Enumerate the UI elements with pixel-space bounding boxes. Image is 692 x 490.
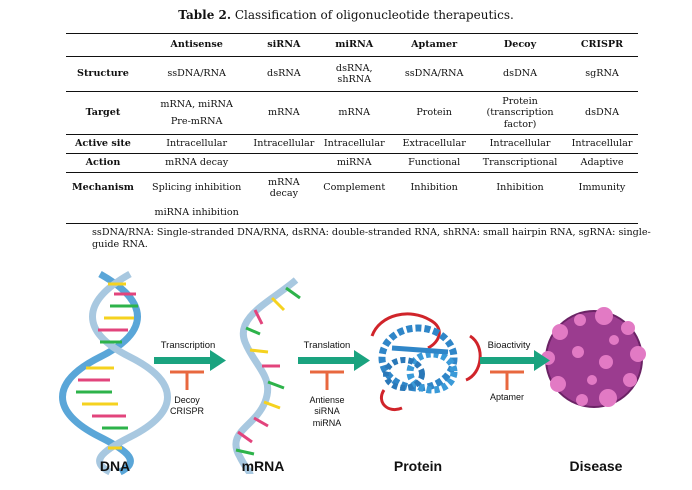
header-row: Antisense siRNA miRNA Aptamer Decoy CRIS…: [66, 33, 638, 57]
arrow-label-translation: Translation: [303, 340, 351, 351]
table-cell: Adaptive: [566, 153, 638, 173]
translation-arrow: [298, 350, 370, 371]
table-cell: Intracellular: [314, 134, 395, 154]
classification-table: Antisense siRNA miRNA Aptamer Decoy CRIS…: [66, 33, 638, 224]
table-footnote: ssDNA/RNA: Single-stranded DNA/RNA, dsRN…: [92, 227, 651, 250]
table-cell: mRNA: [253, 91, 315, 135]
table-cell: Intracellular: [139, 134, 254, 154]
dna-helix-icon: [59, 270, 171, 476]
row-extra: miRNA inhibition: [66, 203, 638, 224]
row-action: Action mRNA decay miRNA Functional Trans…: [66, 153, 638, 173]
row-structure: Structure ssDNA/RNA dsRNA dsRNA, shRNA s…: [66, 56, 638, 92]
table-cell: Transcriptional: [474, 153, 567, 173]
table-cell: dsRNA, shRNA: [314, 56, 395, 92]
table-cell: Intracellular: [253, 134, 315, 154]
central-dogma-figure: Transcription Translation Bioactivity De…: [0, 262, 692, 485]
caption-label: Table 2.: [178, 8, 232, 22]
table-cell: mRNA: [314, 91, 395, 135]
cell-line: Pre-mRNA: [170, 116, 223, 127]
table-cell: mRNA decay: [139, 153, 254, 173]
table-cell: dsRNA: [253, 56, 315, 92]
inhibitor-bar-icon: [170, 370, 204, 390]
table-cell: Protein: [394, 91, 475, 135]
table-cell: Splicing inhibition: [152, 182, 242, 194]
inhibitor-bar-icon: [490, 370, 524, 390]
row-label: Action: [66, 153, 140, 173]
stage-label-mrna: mRNA: [241, 458, 285, 474]
mrna-strand-icon: [232, 277, 301, 475]
header-empty: [66, 33, 140, 57]
header-crispr: CRISPR: [566, 33, 638, 57]
table-cell: Intracellular: [474, 134, 567, 154]
table-cell: Extracellular: [394, 134, 475, 154]
table-cell: [474, 203, 567, 224]
table-caption: Table 2. Classification of oligonucleoti…: [0, 8, 692, 22]
table-cell: miRNA: [314, 153, 395, 173]
header-aptamer: Aptamer: [394, 33, 475, 57]
table-cell: [253, 153, 315, 173]
row-label: Active site: [66, 134, 140, 154]
bioactivity-arrow: [480, 350, 550, 371]
table-cell: Intracellular: [566, 134, 638, 154]
table-cell: Inhibition: [410, 182, 458, 194]
figure-graphics: [59, 270, 646, 476]
inhibitor-label-decoy-crispr: Decoy CRISPR: [169, 395, 204, 417]
disease-cell-icon: [541, 307, 646, 408]
stage-label-dna: DNA: [99, 458, 131, 474]
table-cell: Inhibition: [496, 182, 544, 194]
inhibitor-label-aptamer: Aptamer: [489, 392, 524, 402]
table-cell: [394, 203, 475, 224]
row-label: Target: [66, 91, 140, 135]
table-cell: mRNA decay: [268, 176, 300, 199]
row-label: Structure: [66, 56, 140, 92]
row-label-empty: [66, 203, 140, 224]
arrow-label-bioactivity: Bioactivity: [487, 340, 531, 351]
table-cell: mRNA, miRNA Pre-mRNA: [139, 91, 254, 135]
row-mechanism: Mechanism Splicing inhibition mRNA decay…: [66, 173, 638, 204]
header-sirna: siRNA: [253, 33, 315, 57]
cell-line: mRNA, miRNA: [160, 98, 233, 110]
table-cell: miRNA inhibition: [139, 203, 254, 224]
table-cell: Functional: [394, 153, 475, 173]
arrow-label-transcription: Transcription: [160, 340, 216, 351]
table-cell: sgRNA: [566, 56, 638, 92]
table-cell: ssDNA/RNA: [139, 56, 254, 92]
header-mirna: miRNA: [314, 33, 395, 57]
inhibitor-bar-icon: [310, 370, 344, 390]
table-cell: [566, 203, 638, 224]
header-decoy: Decoy: [474, 33, 567, 57]
stage-label-disease: Disease: [569, 458, 623, 474]
caption-text: Classification of oligonucleotide therap…: [231, 8, 514, 22]
row-target: Target mRNA, miRNA Pre-mRNA mRNA mRNA Pr…: [66, 91, 638, 135]
header-antisense: Antisense: [139, 33, 254, 57]
table-cell: Complement: [323, 182, 386, 194]
table-cell: [253, 203, 315, 224]
protein-structure-icon: [370, 312, 482, 411]
row-active-site: Active site Intracellular Intracellular …: [66, 134, 638, 154]
table-cell: Immunity: [578, 182, 626, 194]
table-cell: dsDNA: [566, 91, 638, 135]
table-cell: ssDNA/RNA: [394, 56, 475, 92]
table-cell: [314, 203, 395, 224]
table-cell: dsDNA: [474, 56, 567, 92]
stage-label-protein: Protein: [393, 458, 443, 474]
inhibitor-label-antisense: Antiense siRNA miRNA: [309, 395, 345, 428]
table-cell: Protein (transcription factor): [474, 91, 567, 135]
row-label: Mechanism: [71, 182, 134, 194]
transcription-arrow: [154, 350, 226, 371]
